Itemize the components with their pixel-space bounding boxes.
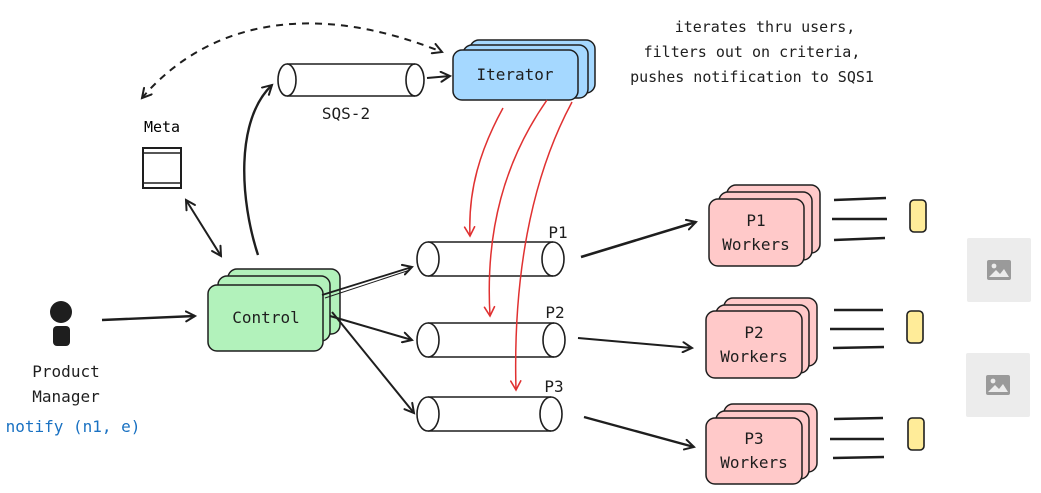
control-to-p2-arrow [329,315,412,340]
actor-to-control-arrow [101,316,195,320]
meta-control-arrow [186,200,221,256]
p1-to-workers-arrow [580,222,696,259]
task-chip-p3 [907,417,925,451]
queue-p3: P3 [416,377,564,432]
workers-p1-label-1: P1 [746,211,765,230]
control-to-p1-arrow-stroke2 [324,269,411,299]
workers-p2-label-1: P2 [744,323,763,342]
iterator-to-p2-red-arrow [483,99,548,318]
sqs2-queue: SQS-2 [277,63,425,123]
product-manager-actor: Product Manager notify (n1, e) [6,301,141,436]
workers-p3-node: P3 Workers [705,403,818,485]
workers-p2-node: P2 Workers [705,297,818,379]
workers-p2-output [830,308,885,350]
actor-head-icon [50,301,72,323]
queue-p2: P2 [416,303,566,358]
control-to-p1-arrow [321,267,412,296]
image-placeholder-1[interactable] [967,238,1031,302]
actor-call-label: notify (n1, e) [6,417,141,436]
actor-label-line1: Product [32,362,99,381]
workers-p3-label-1: P3 [744,429,763,448]
sqs2-label: SQS-2 [322,104,370,123]
workers-p3-label-2: Workers [720,453,787,472]
annotation-line-1: iterates thru users, [675,18,856,36]
p3-to-workers-arrow [583,415,694,447]
queue-p1-label: P1 [548,223,567,242]
image-placeholder-icon [987,260,1011,280]
iterator-node: Iterator [452,39,596,101]
task-chip-p1 [909,199,927,233]
workers-p1-output [832,196,887,242]
workers-p3-output [830,416,885,460]
p2-to-workers-arrow [577,337,692,348]
meta-label: Meta [144,118,180,136]
queue-p2-label: P2 [545,303,564,322]
queue-p1: P1 [416,223,568,277]
actor-label-line2: Manager [32,387,100,406]
iterator-annotation: iterates thru users, filters out on crit… [630,18,874,86]
control-label: Control [232,308,299,327]
iterator-to-p3-red-arrow [509,101,573,392]
workers-p1-node: P1 Workers [708,184,821,267]
iterator-label: Iterator [476,65,553,84]
image-placeholder-2[interactable] [966,353,1030,417]
control-to-p3-arrow [331,311,414,413]
annotation-line-3: pushes notification to SQS1 [630,68,874,86]
workers-p1-label-2: Workers [722,235,789,254]
iterator-to-p1-red-arrow [463,107,504,238]
task-chip-p2 [906,310,924,344]
sqs2-to-iterator-arrow [426,76,450,78]
workers-p2-label-2: Workers [720,347,787,366]
meta-database: Meta [142,118,182,189]
control-to-sqs2-arrow [243,85,272,256]
queue-p3-label: P3 [544,377,563,396]
image-placeholder-icon [986,375,1010,395]
control-node: Control [207,268,341,352]
actor-body-icon [53,326,70,346]
annotation-line-2: filters out on criteria, [644,43,861,61]
